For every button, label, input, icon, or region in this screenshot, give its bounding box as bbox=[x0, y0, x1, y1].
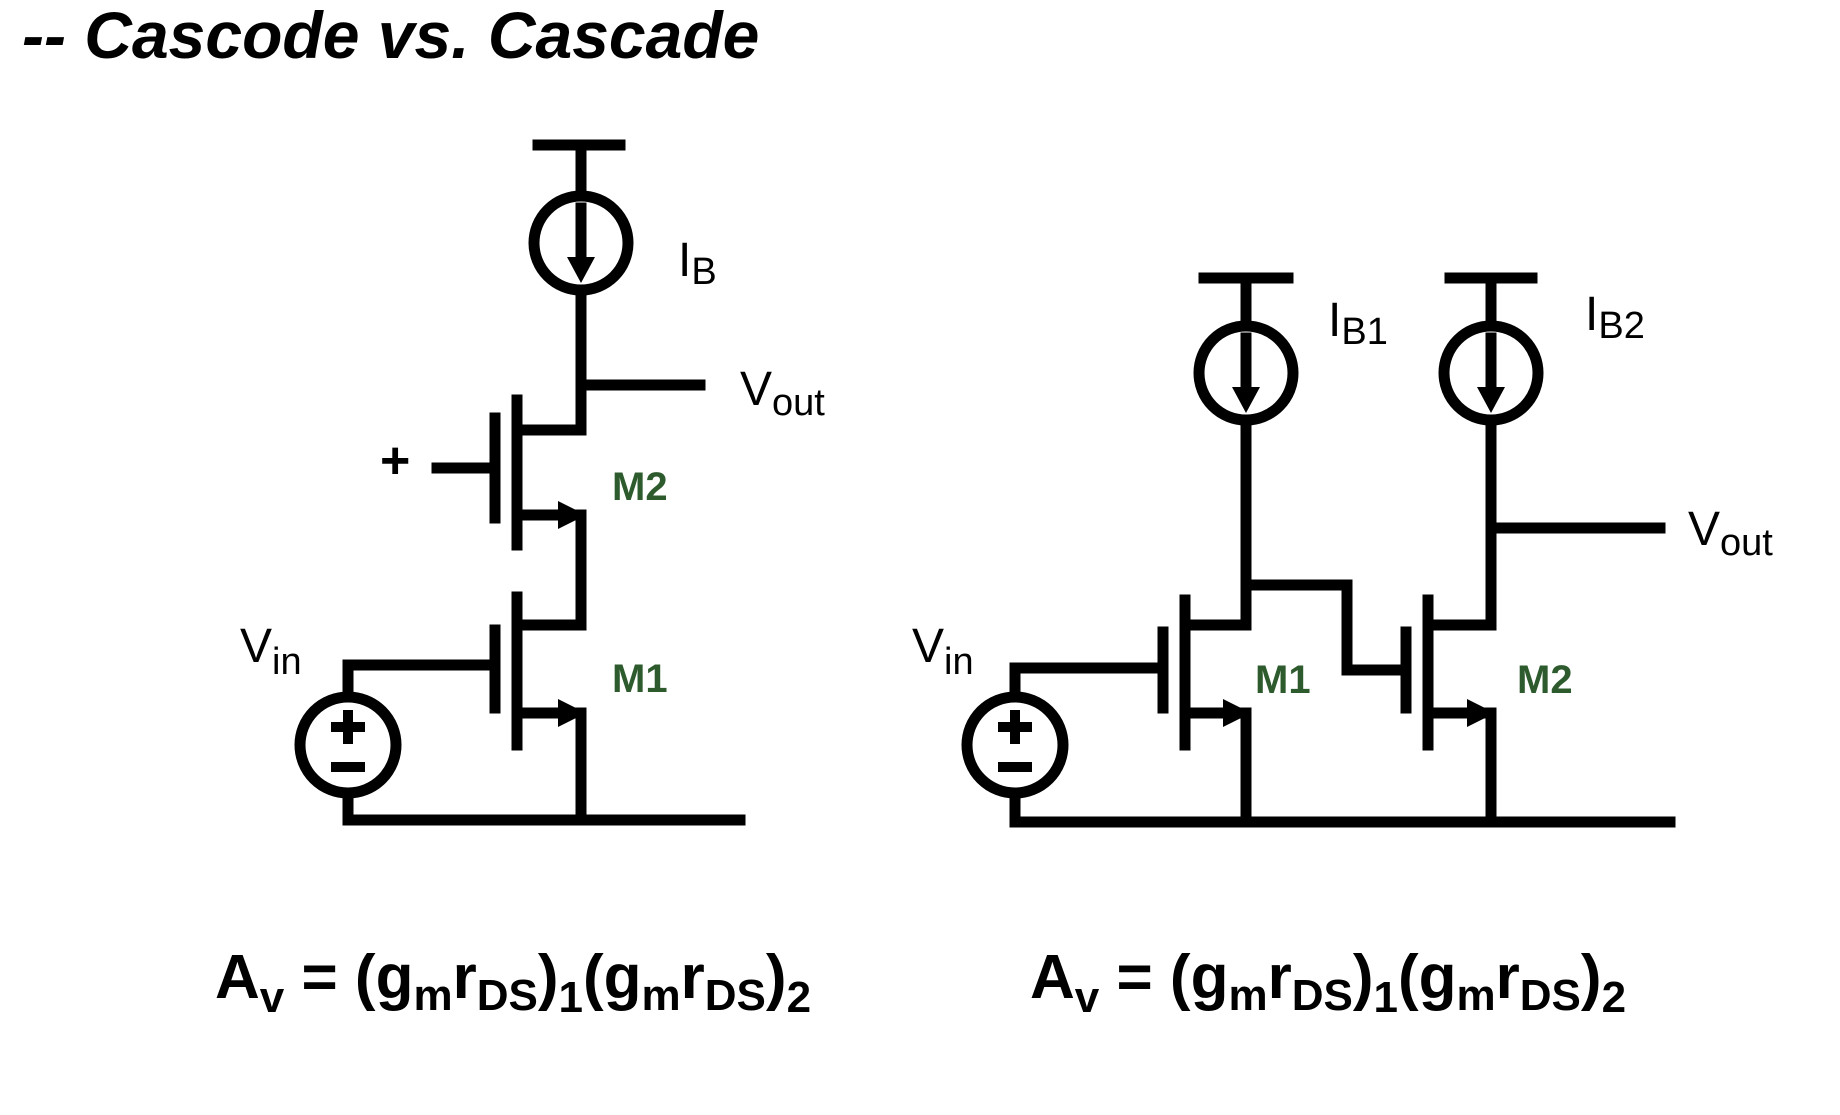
cascade-vout-label: Vout bbox=[1688, 503, 1773, 564]
cascade-source-minus-icon bbox=[998, 762, 1032, 772]
cascode-m1-arrow-icon bbox=[558, 699, 586, 727]
cascade-current-arrow-icon-2 bbox=[1477, 387, 1505, 413]
cascode-gain-equation: Av = (gmrDS)1(gmrDS)2 bbox=[215, 943, 811, 1022]
cascode-ib-label: IB bbox=[678, 234, 717, 293]
cascade-ib2-label: IB2 bbox=[1585, 288, 1645, 347]
cascode-circuit bbox=[294, 139, 746, 826]
cascode-m2-arrow-icon bbox=[558, 501, 586, 529]
cascade-m1-label: M1 bbox=[1255, 658, 1311, 702]
cascade-circuit bbox=[961, 272, 1676, 828]
cascode-m1-label: M1 bbox=[612, 657, 668, 701]
cascode-source-plus-icon bbox=[343, 710, 353, 744]
cascode-current-arrow-icon bbox=[567, 257, 595, 283]
cascade-ib1-label: IB1 bbox=[1328, 294, 1388, 353]
cascade-source-plus-icon bbox=[1010, 710, 1020, 744]
cascade-gain-equation: Av = (gmrDS)1(gmrDS)2 bbox=[1030, 943, 1626, 1022]
slide-title: -- Cascode vs. Cascade bbox=[22, 0, 759, 72]
cascade-vin-label: Vin bbox=[912, 620, 974, 683]
cascade-m2-label: M2 bbox=[1517, 658, 1573, 702]
cascade-m2-arrow-icon bbox=[1467, 699, 1495, 727]
cascode-vin-label: Vin bbox=[240, 620, 302, 683]
cascode-gate-bias-label: + bbox=[380, 432, 410, 490]
cascode-vout-label: Vout bbox=[740, 363, 825, 424]
cascade-current-arrow-icon-1 bbox=[1232, 387, 1260, 413]
cascode-source-minus-icon bbox=[331, 762, 365, 772]
cascade-m1-arrow-icon bbox=[1223, 699, 1251, 727]
cascode-m2-label: M2 bbox=[612, 465, 668, 509]
